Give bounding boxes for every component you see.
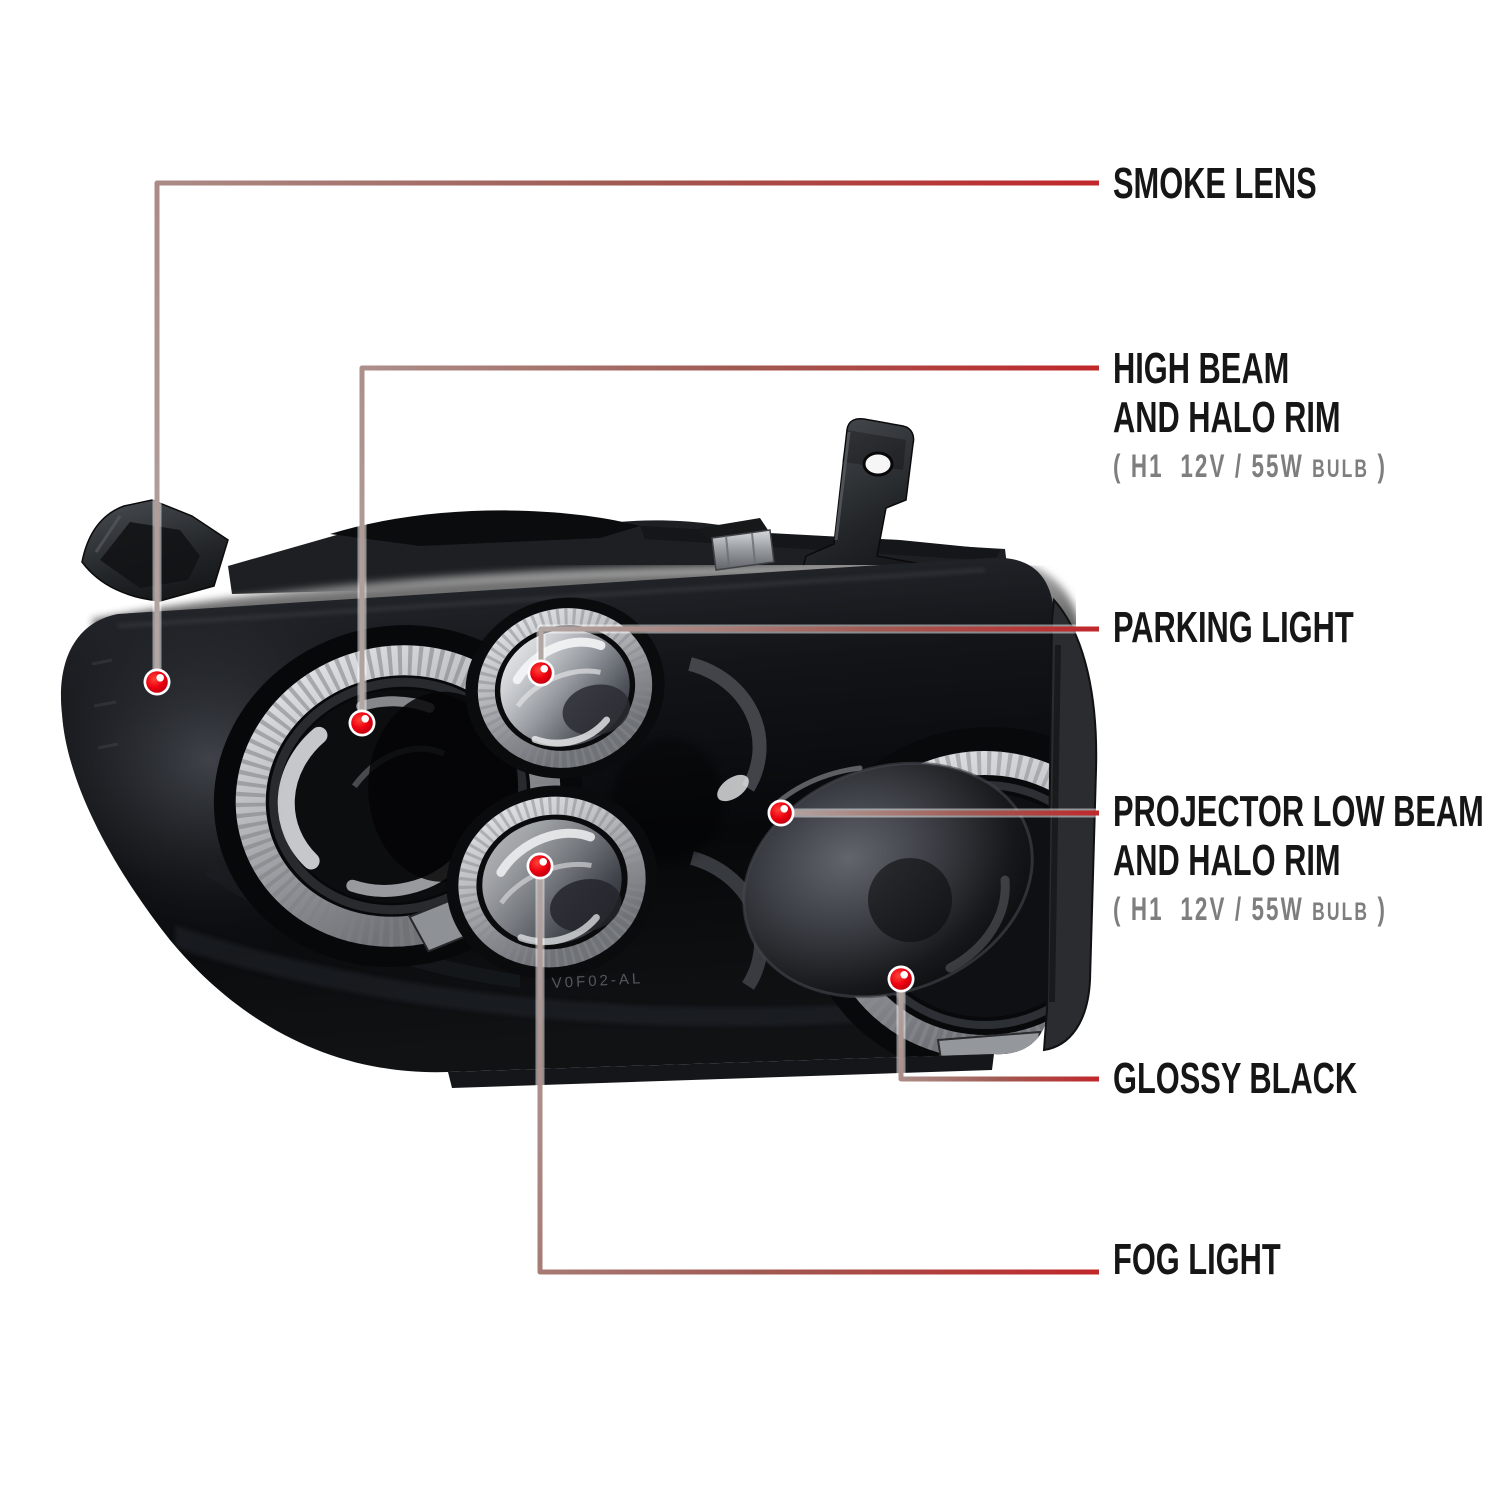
label-high-beam: HIGH BEAM AND HALO RIM ( H1 12V / 55W BU…	[1113, 344, 1387, 490]
label-line: FOG LIGHT	[1113, 1235, 1281, 1284]
callout-line-parking-light	[538, 626, 1099, 673]
lens-marking: V0F02-AL	[551, 970, 643, 992]
callout-dot-glossy-black	[887, 965, 915, 993]
callout-line-glossy-black	[898, 979, 1099, 1082]
callout-line-high-beam	[359, 365, 1099, 723]
label-bulb-spec: ( H1 12V / 55W BULB )	[1113, 891, 1388, 927]
label-line: AND HALO RIM	[1113, 836, 1341, 885]
label-glossy-black: GLOSSY BLACK	[1113, 1054, 1357, 1103]
callout-dot-smoke-lens	[143, 668, 171, 696]
callout-dot-projector-low-beam	[767, 799, 795, 827]
label-bulb-spec: ( H1 12V / 55W BULB )	[1113, 448, 1388, 484]
label-line: GLOSSY BLACK	[1113, 1054, 1358, 1103]
callout-dot-high-beam	[348, 709, 376, 737]
label-line: AND HALO RIM	[1113, 393, 1341, 442]
fog-light-lamp	[446, 785, 658, 979]
bracket-hole	[862, 451, 894, 477]
mounting-bracket-right	[799, 418, 922, 591]
parking-light-lamp	[465, 597, 665, 779]
halo-arc-upper	[688, 657, 767, 792]
headlamp-illustration: V0F02-AL	[60, 418, 1098, 1088]
callout-line-smoke-lens	[154, 180, 1099, 682]
callout-line-fog-light	[537, 866, 1099, 1275]
label-line: PROJECTOR LOW BEAM	[1113, 787, 1484, 836]
label-projector-low-beam: PROJECTOR LOW BEAM AND HALO RIM ( H1 12V…	[1113, 787, 1484, 933]
label-line: SMOKE LENS	[1113, 159, 1317, 208]
label-fog-light: FOG LIGHT	[1113, 1235, 1281, 1284]
top-ridge	[330, 510, 640, 546]
label-line: PARKING LIGHT	[1113, 603, 1354, 652]
bottom-lip	[448, 1054, 994, 1088]
metal-clip	[700, 518, 775, 571]
label-smoke-lens: SMOKE LENS	[1113, 159, 1317, 208]
label-parking-light: PARKING LIGHT	[1113, 603, 1354, 652]
callout-dot-parking-light	[527, 659, 555, 687]
label-line: HIGH BEAM	[1113, 344, 1290, 393]
callout-layer	[143, 178, 1099, 1277]
callout-dot-fog-light	[526, 852, 554, 880]
face-detail-layer: V0F02-AL	[60, 560, 1054, 1073]
